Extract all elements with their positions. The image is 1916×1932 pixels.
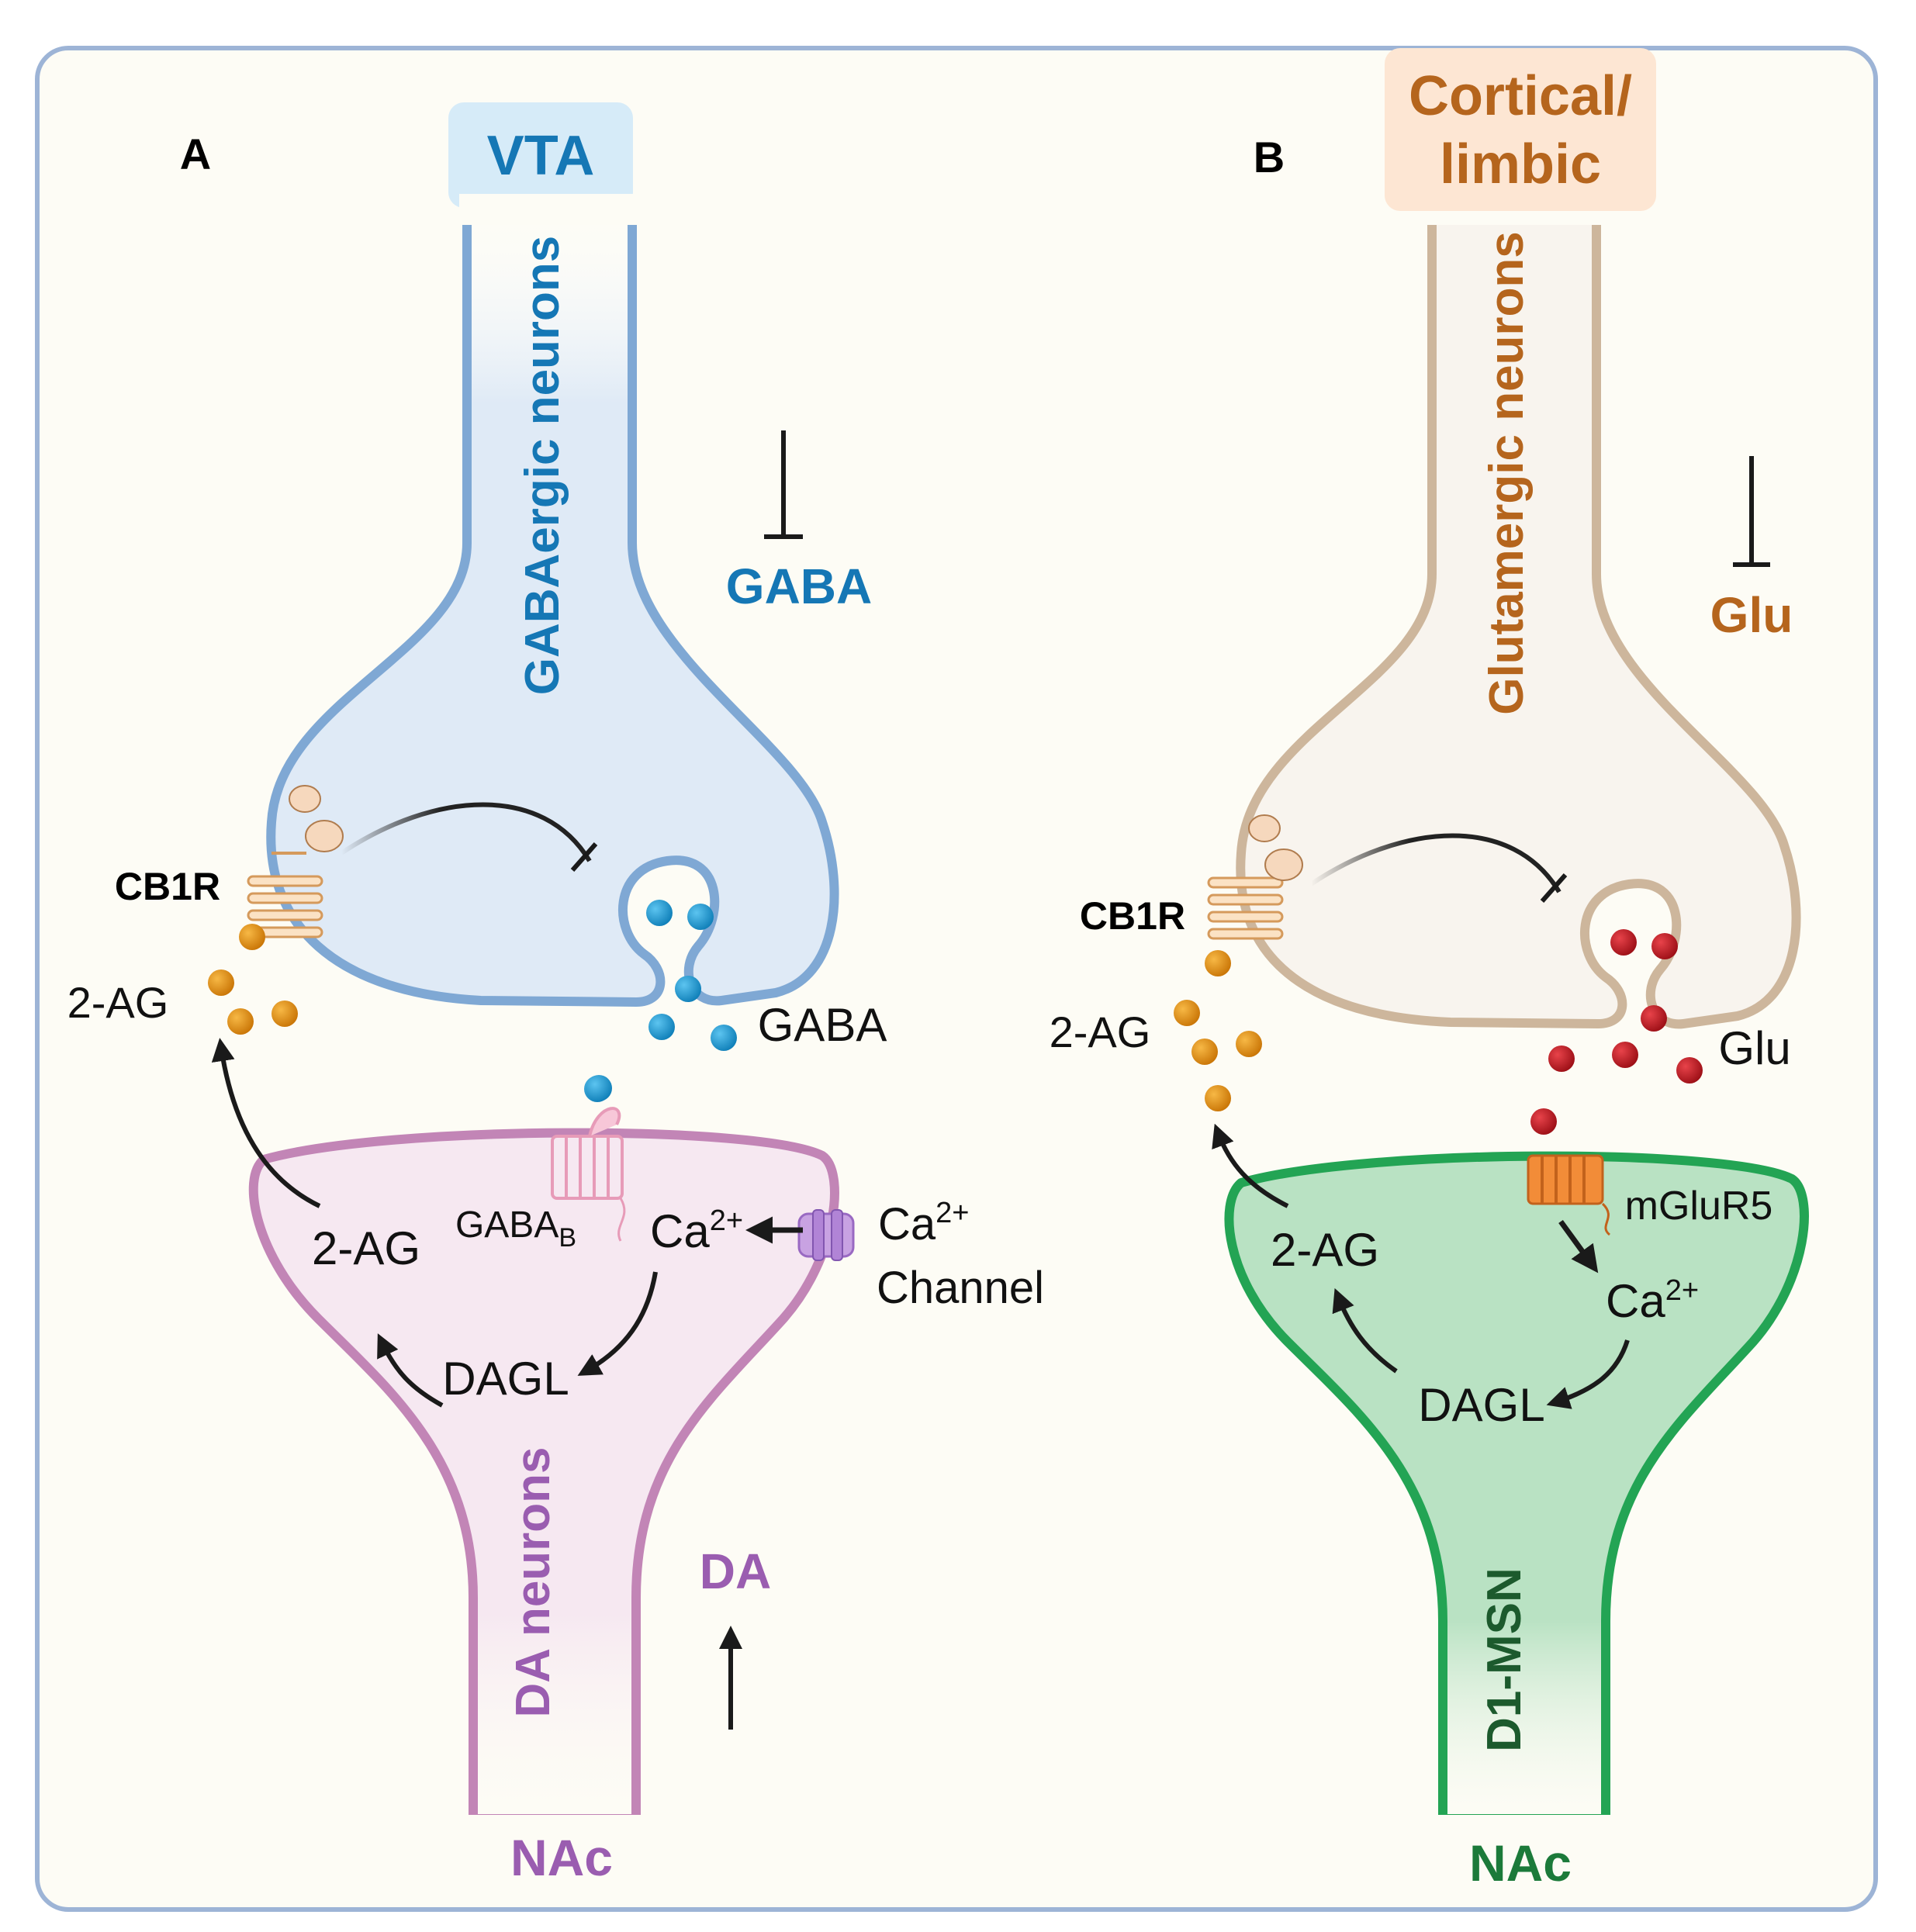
- glu-vesicle: [1651, 933, 1678, 959]
- 2ag-bound-b: [1205, 950, 1231, 976]
- gaba-vesicle: [711, 1025, 737, 1051]
- gaba-bound-vesicle: [586, 1075, 612, 1101]
- glu-vesicle: [1548, 1045, 1575, 1072]
- glu-vesicle: [1610, 929, 1637, 956]
- d1-msn-label: D1-MSN: [1478, 1567, 1531, 1752]
- da-output-label: DA: [700, 1543, 771, 1599]
- d1-msn-neuron: [1224, 1151, 1809, 1823]
- gaba-vesicle: [675, 976, 701, 1002]
- gaba-vesicle: [648, 1014, 675, 1040]
- gaba-top-label: GABA: [726, 558, 872, 614]
- ca-channel-ion-label: Ca2+: [878, 1197, 969, 1249]
- mglur5-receptor: [1527, 1154, 1611, 1236]
- dagl-label-b: DAGL: [1418, 1379, 1544, 1431]
- 2ag-release-arrow-a: [211, 1038, 321, 1208]
- gabaergic-neurons-label: GABAergic neurons: [516, 236, 569, 696]
- cb1r-receptor-b: [1205, 814, 1303, 976]
- glu-vesicle: [1641, 1005, 1667, 1032]
- glu-vesicle: [1530, 1108, 1557, 1135]
- 2ag-cleft-label-b: 2-AG: [1050, 1007, 1151, 1056]
- 2ag-molecule: [227, 1008, 254, 1035]
- da-neurons-label: DA neurons: [507, 1446, 560, 1717]
- cortical-limbic-label-line1: Cortical/: [1409, 65, 1632, 127]
- cb1r-inhibition-curve-b: [1309, 833, 1562, 893]
- 2ag-molecule: [1236, 1031, 1262, 1057]
- cb1r-receptor-a: [239, 785, 344, 950]
- gabab-subscript: B: [559, 1223, 576, 1253]
- 2ag-molecule: [1174, 1000, 1200, 1026]
- glu-vesicle: [1612, 1042, 1638, 1068]
- 2ag-post-label-a: 2-AG: [312, 1222, 420, 1274]
- panel-b: B Cortical/ limbic Glutamergic neurons G…: [1050, 48, 1809, 1892]
- glu-top-label: Glu: [1710, 587, 1793, 643]
- da-neuron: [248, 1128, 839, 1823]
- glutamatergic-neurons-label: Glutamergic neurons: [1480, 231, 1534, 715]
- nac-label-a: NAc: [510, 1829, 613, 1886]
- ca-channel: [797, 1209, 855, 1261]
- mglur5-to-ca-arrow: [1558, 1219, 1599, 1274]
- ca-label-b: Ca2+: [1606, 1274, 1699, 1327]
- ca-to-dagl-arrow-a: [577, 1271, 658, 1376]
- cb1r-label-a: CB1R: [115, 865, 220, 908]
- 2ag-molecule: [271, 1001, 298, 1027]
- gaba-cleft-label: GABA: [758, 999, 887, 1051]
- gabaergic-terminal: [266, 199, 839, 1007]
- mglur5-label: mGluR5: [1625, 1184, 1773, 1229]
- vta-label: VTA: [487, 125, 595, 187]
- panel-a-letter: A: [180, 130, 211, 178]
- gabab-label: GABAB: [455, 1204, 576, 1253]
- nac-label-b: NAc: [1469, 1834, 1572, 1892]
- ca-label-a: Ca2+: [650, 1204, 743, 1257]
- dagl-to-2ag-arrow-b: [1332, 1287, 1398, 1374]
- glutamatergic-terminal: [1236, 225, 1801, 1029]
- 2ag-molecule: [208, 969, 234, 996]
- dagl-to-2ag-arrow-a: [377, 1333, 444, 1408]
- cortical-limbic-label-line2: limbic: [1440, 133, 1601, 195]
- 2ag-molecule: [1191, 1039, 1218, 1065]
- ca-to-dagl-arrow-b: [1546, 1339, 1630, 1409]
- 2ag-cleft-label-a: 2-AG: [67, 978, 169, 1027]
- cb1r-label-b: CB1R: [1080, 894, 1185, 938]
- gaba-vesicle: [687, 904, 714, 930]
- ca-channel-label: Channel: [877, 1263, 1044, 1313]
- 2ag-bound-a: [239, 924, 265, 950]
- cb1r-inhibition-curve-a: [340, 802, 592, 862]
- glu-vesicle: [1676, 1057, 1703, 1084]
- 2ag-release-arrow-b: [1212, 1123, 1289, 1208]
- 2ag-molecule: [1205, 1085, 1231, 1111]
- dagl-label-a: DAGL: [442, 1353, 569, 1405]
- gaba-vesicle: [646, 900, 673, 926]
- gabab-receptor: [551, 1075, 626, 1242]
- panel-b-letter: B: [1254, 133, 1285, 181]
- glu-vesicles: [1530, 929, 1703, 1135]
- glu-cleft-label: Glu: [1718, 1022, 1790, 1074]
- 2ag-post-label-b: 2-AG: [1271, 1224, 1379, 1276]
- gaba-vesicles: [584, 900, 737, 1102]
- vta-label-box: [448, 102, 633, 208]
- cortical-limbic-label-box: [1385, 48, 1656, 211]
- gabab-main: GABA: [455, 1204, 559, 1246]
- panel-a: A VTA GABAergic neurons GABA GABA: [67, 102, 1044, 1886]
